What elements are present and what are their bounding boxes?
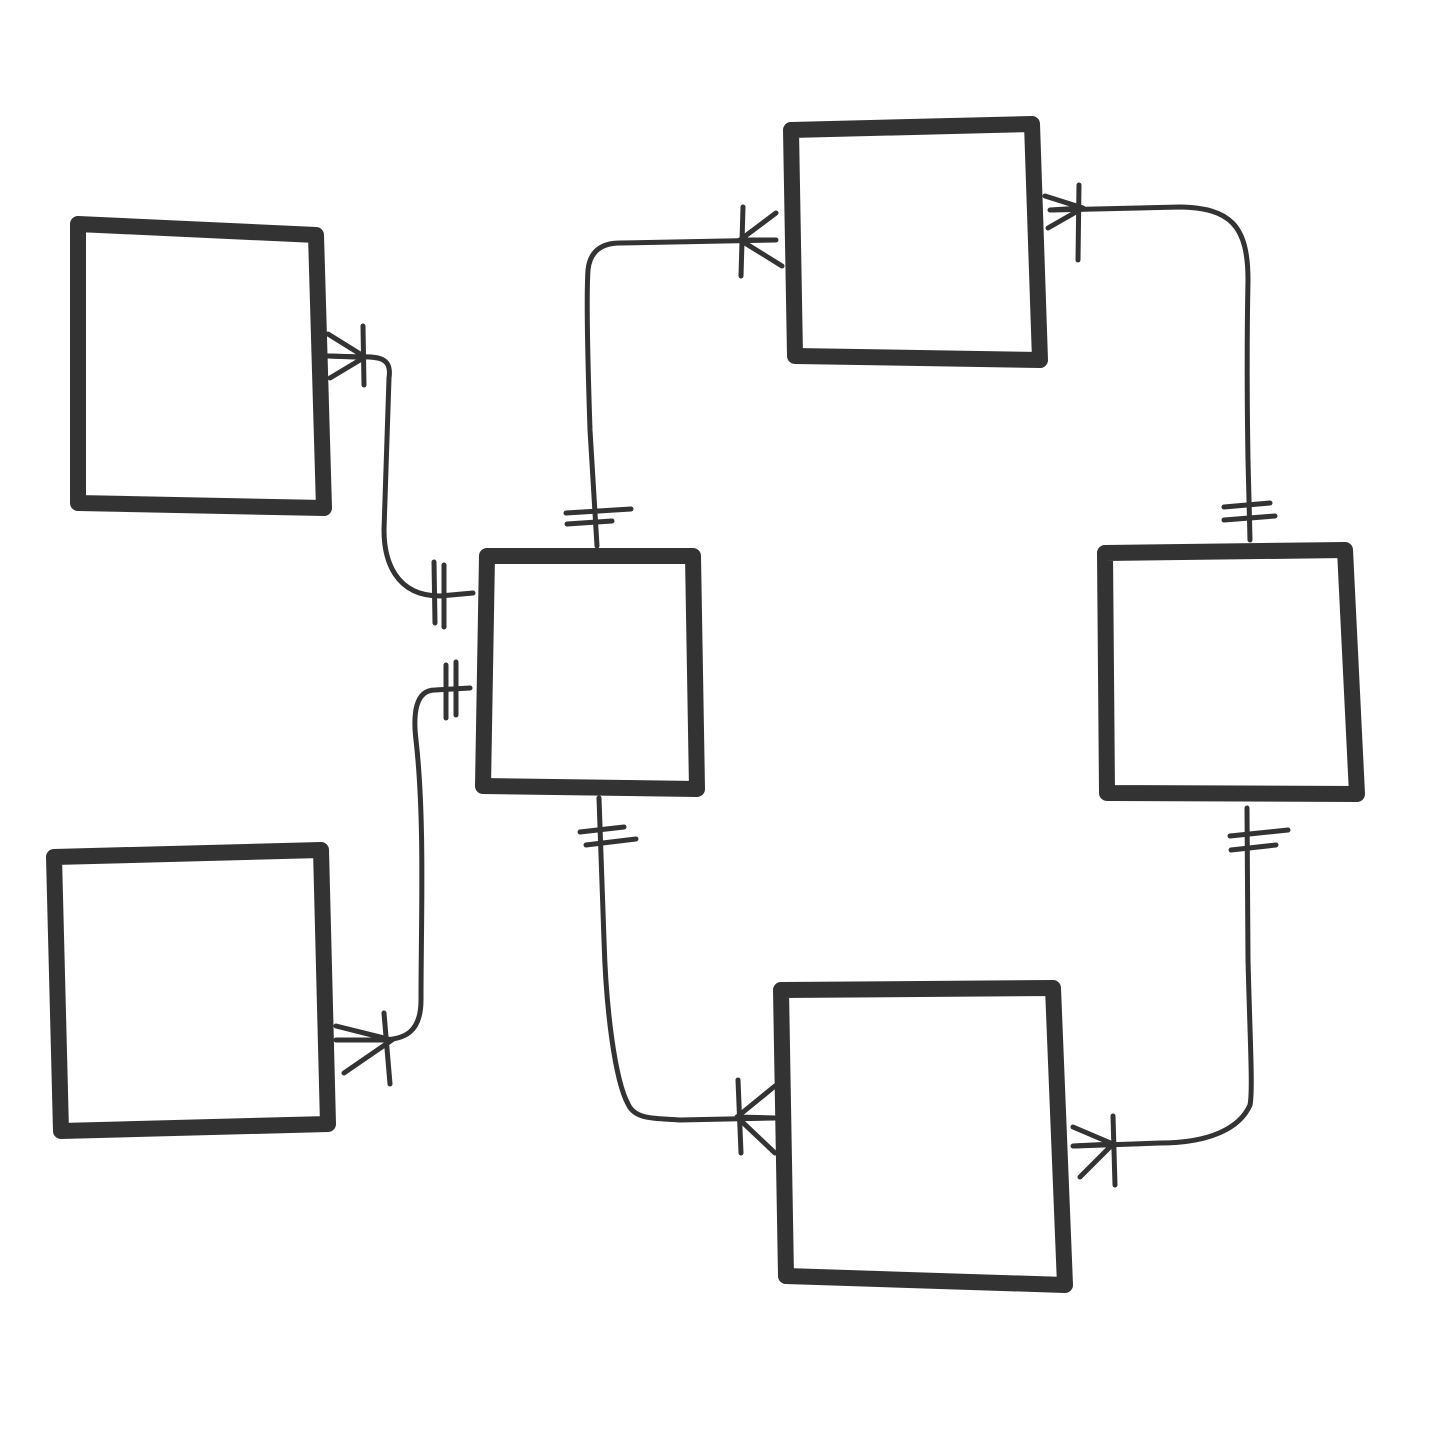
entity-right[interactable]	[1097, 542, 1365, 802]
connector-center-to-bottom-right	[596, 795, 778, 1123]
cardinality-one-center-left-lower	[443, 659, 459, 721]
entity-bottom-left[interactable]	[46, 842, 336, 1139]
cardinality-many-top-left	[325, 323, 368, 388]
cardinality-many-bottom-right-left	[734, 1077, 778, 1156]
cardinality-one-center-bottom	[577, 824, 639, 848]
cardinality-many-top-right-left	[737, 204, 785, 279]
connector-center-to-bottom-left	[334, 685, 473, 1043]
entity-center[interactable]	[475, 548, 705, 797]
cardinality-one-center-left-upper	[431, 559, 447, 630]
cardinality-many-top-right-right	[1042, 182, 1086, 263]
entity-bottom-right[interactable]	[773, 980, 1073, 1293]
connector-right-to-top-right	[1049, 204, 1253, 543]
connector-right-to-bottom-right	[1072, 805, 1254, 1149]
connector-center-to-top-left	[325, 353, 476, 599]
cardinality-one-center-top	[563, 506, 634, 527]
cardinality-many-bottom-right-right	[1070, 1113, 1118, 1188]
cardinality-one-right-bottom	[1227, 827, 1291, 853]
cardinality-many-bottom-left	[333, 1010, 395, 1087]
cardinality-one-right-top	[1221, 500, 1278, 523]
entity-top-right[interactable]	[783, 116, 1048, 368]
entity-top-left[interactable]	[70, 216, 332, 516]
connector-center-to-top-right	[584, 237, 778, 549]
